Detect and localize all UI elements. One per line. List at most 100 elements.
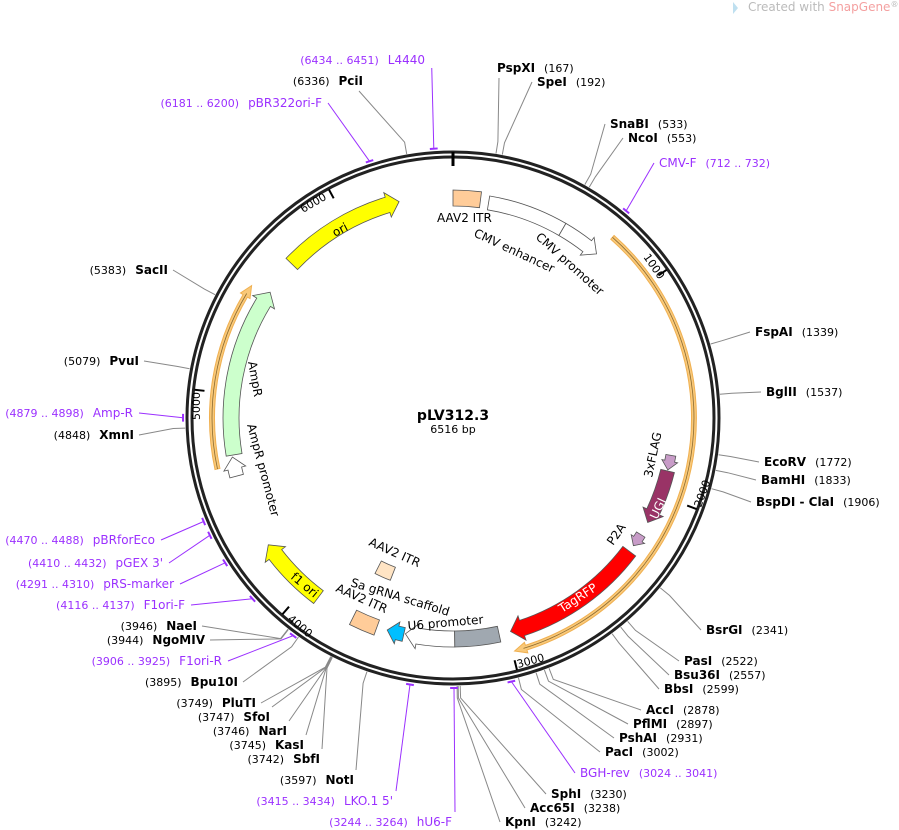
primer-site-mark [222,558,229,567]
enzyme-site-pflmi[interactable]: PflMI(2897) [633,717,713,731]
leader-line [138,427,186,436]
primer-lko-1-5-[interactable]: (3415 .. 3434)LKO.1 5' [256,794,393,808]
primer-pbr322ori-f[interactable]: (6181 .. 6200)pBR322ori-F [161,96,323,110]
feature-3xflag[interactable] [661,454,679,471]
enzyme-site-sphi[interactable]: SphI(3230) [551,787,627,801]
enzyme-site-bbsi[interactable]: BbsI(2599) [664,682,739,696]
feature-ugi[interactable] [642,468,675,524]
enzyme-site-bpu10i[interactable]: (3895)Bpu10I [145,675,238,689]
feature-unlabeled[interactable] [454,625,502,648]
feature-f1-ori[interactable] [264,544,324,605]
tick-mark [328,189,335,199]
leader-line [242,636,299,683]
tick-mark [281,606,290,615]
feature-ori[interactable] [285,191,400,271]
feature-ampr-promoter[interactable] [223,456,247,479]
leader-line [588,137,624,188]
enzyme-site-paci[interactable]: PacI(3002) [605,745,679,759]
feature-aav2-itr[interactable] [452,189,482,209]
primer-labels: (6434 .. 6451)L4440 (6181 .. 6200)pBR322o… [5,53,770,829]
primer-prs-marker[interactable]: (4291 .. 4310)pRS-marker [16,577,174,591]
primer-f1ori-r[interactable]: (3906 .. 3925)F1ori-R [92,654,222,668]
primer-f1ori-f[interactable]: (4116 .. 4137)F1ori-F [56,598,185,612]
leader-line [456,685,501,823]
primer-amp-r[interactable]: (4879 .. 4898)Amp-R [5,406,133,420]
enzyme-site-bspdi-clai[interactable]: BspDI - ClaI(1906) [756,495,880,509]
leader-line [627,620,680,662]
enzyme-site-ecorv[interactable]: EcoRV(1772) [764,455,852,469]
enzyme-site-bsu36i[interactable]: Bsu36I(2557) [674,668,766,682]
enzyme-site-pvui[interactable]: (5079)PvuI [64,354,139,368]
leader-line [501,81,533,155]
primer-leader-line [227,635,294,662]
feature-cmv-enhancer[interactable] [486,195,567,237]
orf-arrow[interactable] [208,284,253,471]
enzyme-site-pluti[interactable]: (3749)PluTI [176,696,256,710]
enzyme-site-bglii[interactable]: BglII(1537) [766,385,842,399]
feature-aav2-itr[interactable] [374,560,396,581]
tick-mark [513,660,518,671]
enzyme-site-ngomiv[interactable]: (3944)NgoMIV [107,633,206,647]
leader-line [719,391,762,395]
primer-leader-line [327,102,370,162]
enzyme-site-bamhi[interactable]: BamHI(1833) [761,473,851,487]
leader-line [457,685,526,809]
primer-pbrforeco[interactable]: (4470 .. 4488)pBRforEco [5,533,155,547]
enzyme-site-sacii[interactable]: (5383)SacII [90,263,168,277]
feature-p2a[interactable] [630,531,646,547]
enzyme-labels: PspXI(167)SpeI(192) SnaBI(533)NcoI(553) Fs… [54,61,880,829]
feature-label-aav2-itr-3: AAV2 ITR [367,535,423,570]
feature-label-ampr-promoter: AmpR promoter [244,422,282,518]
enzyme-site-naei[interactable]: (3946)NaeI [121,619,197,633]
orf-arrow[interactable] [513,234,697,654]
enzyme-site-acci[interactable]: AccI(2878) [646,703,720,717]
primer-l4440[interactable]: (6434 .. 6451)L4440 [300,53,425,67]
feature-u6-promoter[interactable] [404,622,456,650]
enzyme-site-kasi[interactable]: (3745)KasI [229,738,304,752]
enzyme-site-spei[interactable]: SpeI(192) [537,75,605,89]
primer-site-mark [622,207,630,215]
enzyme-site-noti[interactable]: (3597)NotI [280,773,354,787]
enzyme-site-bsrgi[interactable]: BsrGI(2341) [706,623,788,637]
primer-leader-line [190,598,253,606]
primer-site-mark [429,147,438,150]
feature-cmv-promoter[interactable] [558,222,597,256]
feature-tagrfp[interactable] [509,545,637,641]
enzyme-site-nari[interactable]: (3746)NarI [213,724,287,738]
enzyme-site-pasi[interactable]: PasI(2522) [684,654,758,668]
leader-line [620,626,670,676]
enzyme-site-snabi[interactable]: SnaBI(533) [610,117,688,131]
primer-leader-line [179,562,226,585]
primer-cmv-f[interactable]: CMV-F(712 .. 732) [659,156,770,170]
tick-mark [194,388,205,392]
primer-pgex-3-[interactable]: (4410 .. 4432)pGEX 3' [28,556,163,570]
primer-hu6-f[interactable]: (3244 .. 3264)hU6-F [329,815,452,829]
tick-mark [657,268,668,277]
primer-leader-line [453,687,456,813]
orf-arrows [208,234,697,654]
leader-line [518,677,601,753]
primer-leader-line [395,684,411,792]
enzyme-site-kpni[interactable]: KpnI(3242) [505,815,581,829]
enzyme-site-pcii[interactable]: (6336)PciI [293,74,363,88]
enzyme-site-sfoi[interactable]: (3747)SfoI [198,710,270,724]
feature-aav2-itr[interactable] [348,609,381,636]
primer-leader-line [625,162,655,212]
enzyme-site-pspxi[interactable]: PspXI(167) [497,61,574,75]
feature-sa-grna-scaffold[interactable] [386,621,406,645]
enzyme-site-fspai[interactable]: FspAI(1339) [755,325,838,339]
enzyme-site-xmni[interactable]: (4848)XmnI [54,428,134,442]
primer-bgh-rev[interactable]: BGH-rev(3024 .. 3041) [580,766,717,780]
feature-ampr[interactable] [222,291,276,457]
plasmid-name: pLV312.3 [417,408,489,424]
leader-line [659,587,702,631]
enzyme-site-sbfi[interactable]: (3742)SbfI [248,752,321,766]
tick-marks [194,152,697,671]
enzyme-site-ncoi[interactable]: NcoI(553) [628,131,696,145]
leader-line [711,488,752,503]
enzyme-site-pshai[interactable]: PshAI(2931) [619,731,703,745]
primer-leader-line [138,412,184,419]
feature-arrows [222,189,679,650]
enzyme-site-acc65i[interactable]: Acc65I(3238) [530,801,620,815]
primer-site-mark [207,531,213,540]
